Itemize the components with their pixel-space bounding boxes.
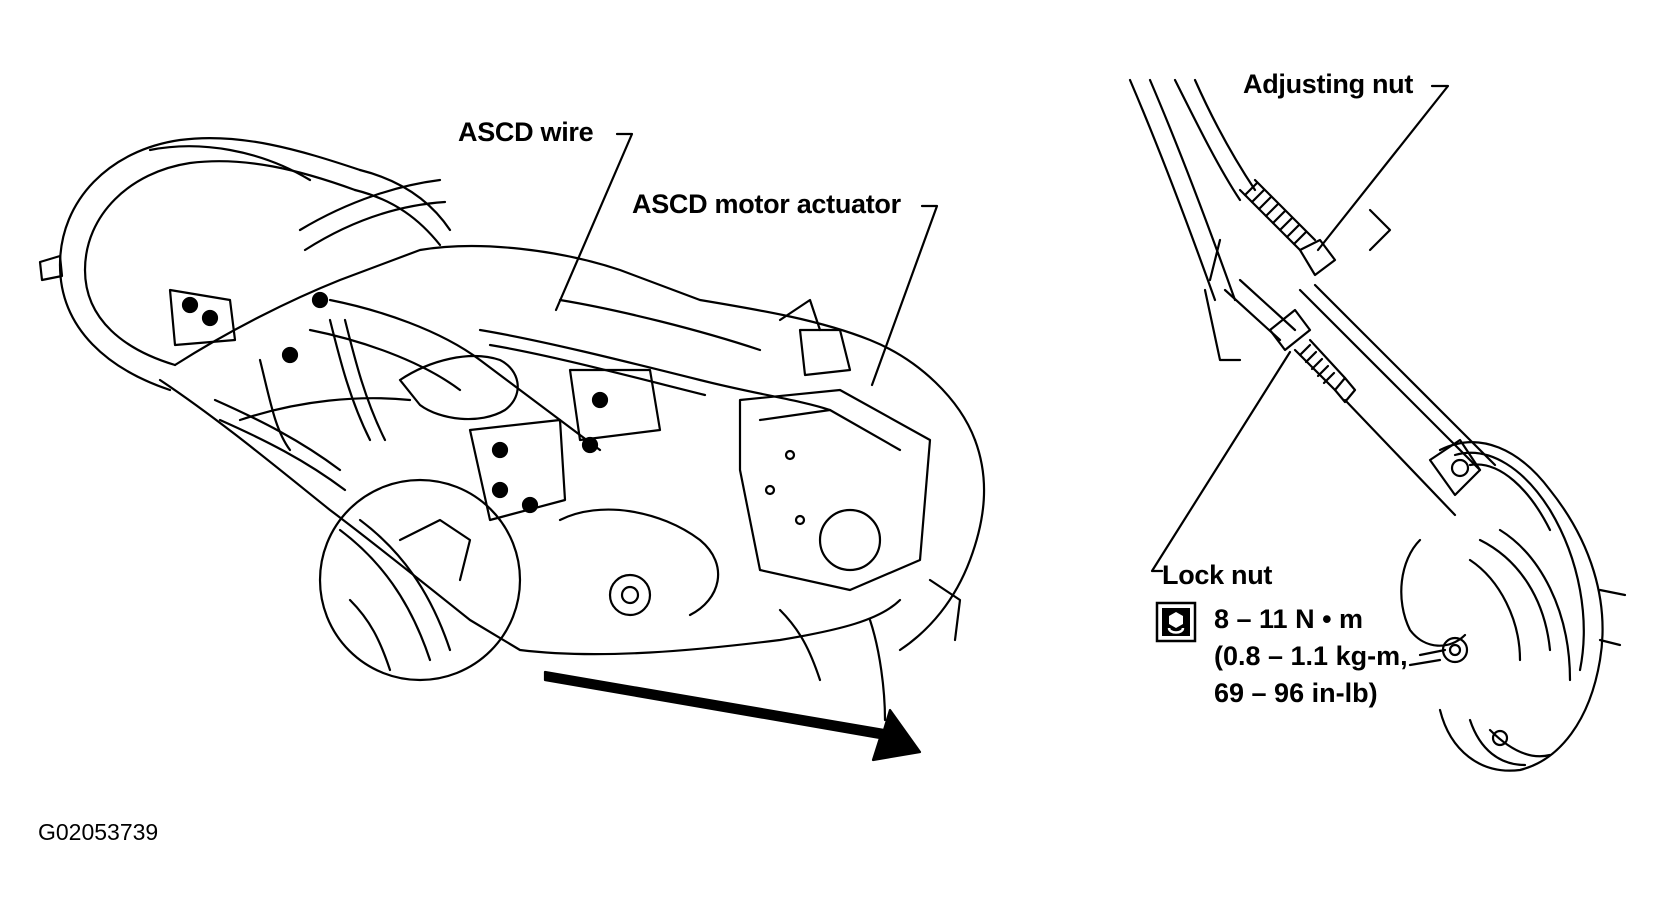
label-lock-nut: Lock nut [1162,560,1273,590]
torque-spec-inlb: 69 – 96 in-lb) [1214,678,1378,708]
engine-assembly-illustration [38,136,986,722]
label-adjusting-nut: Adjusting nut [1243,69,1414,99]
detail-arrow [543,670,922,762]
leader-ascd-motor-actuator [870,204,939,387]
leader-ascd-wire [554,132,634,312]
cable-adjust-illustration [1128,78,1627,772]
figure-id: G02053739 [38,819,159,845]
torque-spec-kgm: (0.8 – 1.1 kg-m, [1214,641,1408,671]
label-ascd-motor-actuator: ASCD motor actuator [632,189,901,219]
torque-spec-nm: 8 – 11 N • m [1214,604,1364,634]
leader-lock-nut [1150,350,1292,573]
label-ascd-wire: ASCD wire [458,117,594,147]
torque-wrench-icon [1155,601,1197,643]
leader-adjusting-nut [1316,84,1450,252]
